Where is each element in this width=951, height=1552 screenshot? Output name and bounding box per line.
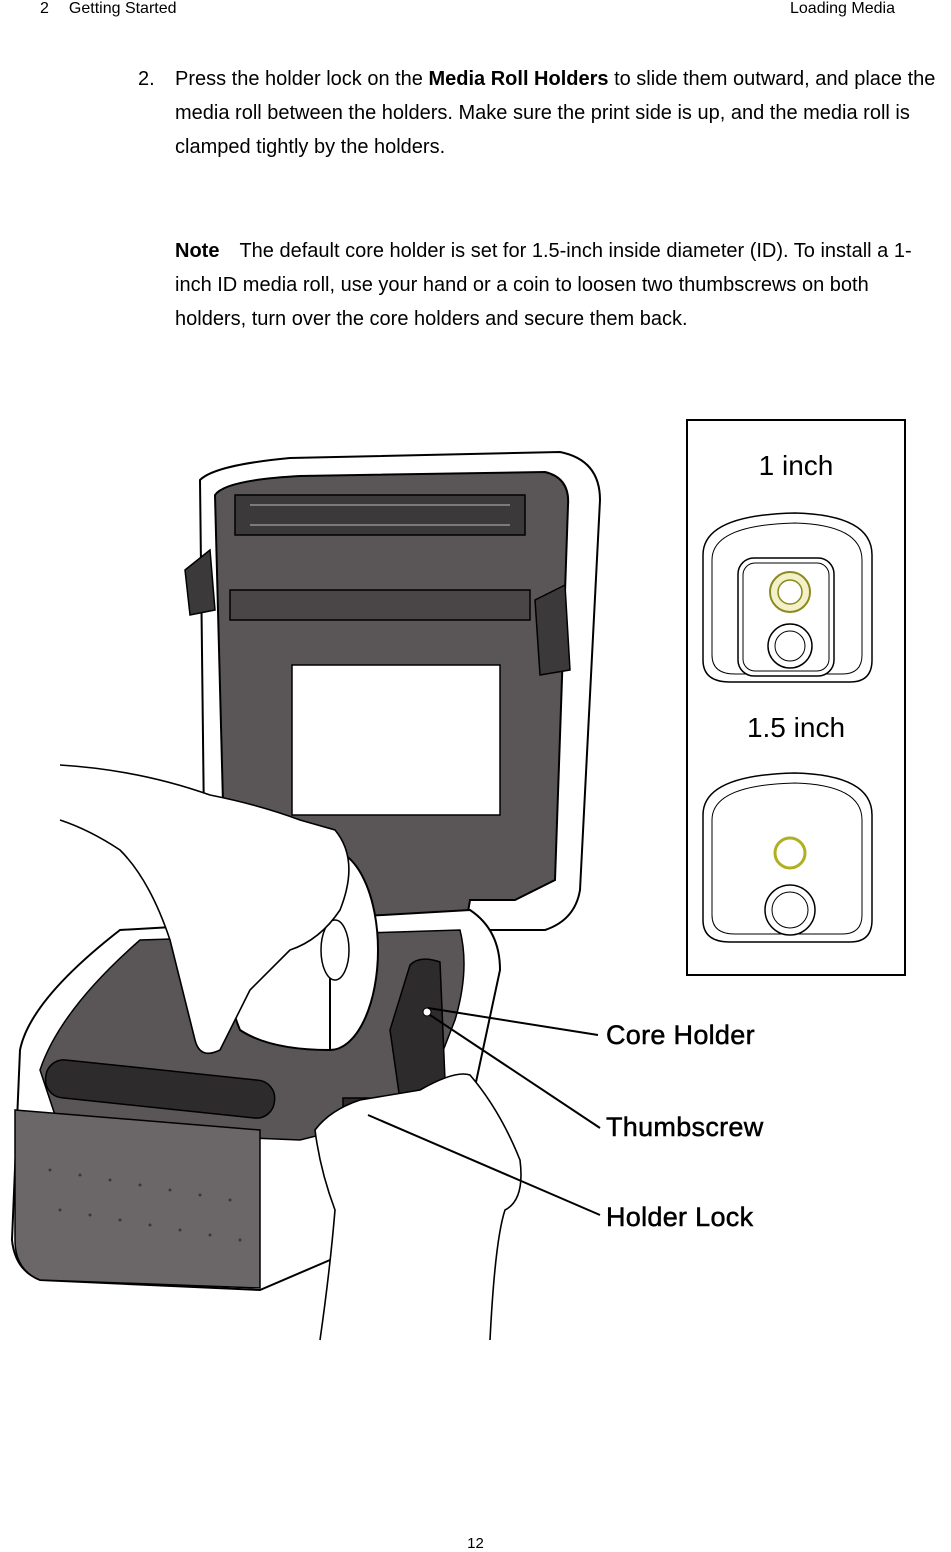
left-hand — [59, 764, 350, 1055]
printer-illustration: 1 inch 1.5 inch Core Holder Thumbscrew H… — [0, 410, 951, 1350]
core-holder-leader — [427, 1007, 599, 1036]
callout-thumbscrew: Thumbscrew — [606, 1112, 764, 1143]
platen-roller — [44, 1059, 276, 1119]
one-and-half-inch-core-ring — [773, 836, 807, 870]
section-title: Loading Media — [790, 0, 895, 17]
callout-core-holder: Core Holder — [606, 1020, 755, 1051]
print-head-bar — [234, 494, 526, 536]
step-text-before: Press the holder lock on the — [175, 68, 429, 90]
chapter-title: Getting Started — [68, 0, 177, 17]
step-bold-term: Media Roll Holders — [428, 68, 609, 90]
note-text: The default core holder is set for 1.5-i… — [175, 240, 912, 330]
media-roll-core — [320, 919, 350, 981]
lid-crossbar — [229, 589, 531, 621]
step-number: 2. — [138, 68, 155, 90]
right-hinge — [534, 583, 571, 676]
holder-lock-leader — [367, 1114, 601, 1216]
chapter-number: 2 — [40, 0, 49, 17]
step-text-after: to slide them outward, and place the med… — [175, 68, 936, 158]
inset-label-one-inch: 1 inch — [758, 450, 834, 481]
page-number: 12 — [467, 1535, 484, 1552]
note-label: Note — [175, 240, 220, 262]
inset-label-one-and-half-inch: 1.5 inch — [746, 712, 846, 743]
left-hinge — [184, 548, 216, 616]
lid-window — [291, 664, 501, 816]
printer-line-drawing — [10, 419, 906, 1341]
step-text: Press the holder lock on the Media Roll … — [175, 62, 950, 164]
thumbscrew-leader — [429, 1014, 601, 1129]
front-panel — [14, 1109, 261, 1289]
callout-holder-lock: Holder Lock — [606, 1202, 754, 1233]
right-hand — [314, 1073, 522, 1341]
running-header-chapter: 2 Getting Started — [40, 0, 177, 18]
thumbscrew-marker — [422, 1007, 432, 1017]
